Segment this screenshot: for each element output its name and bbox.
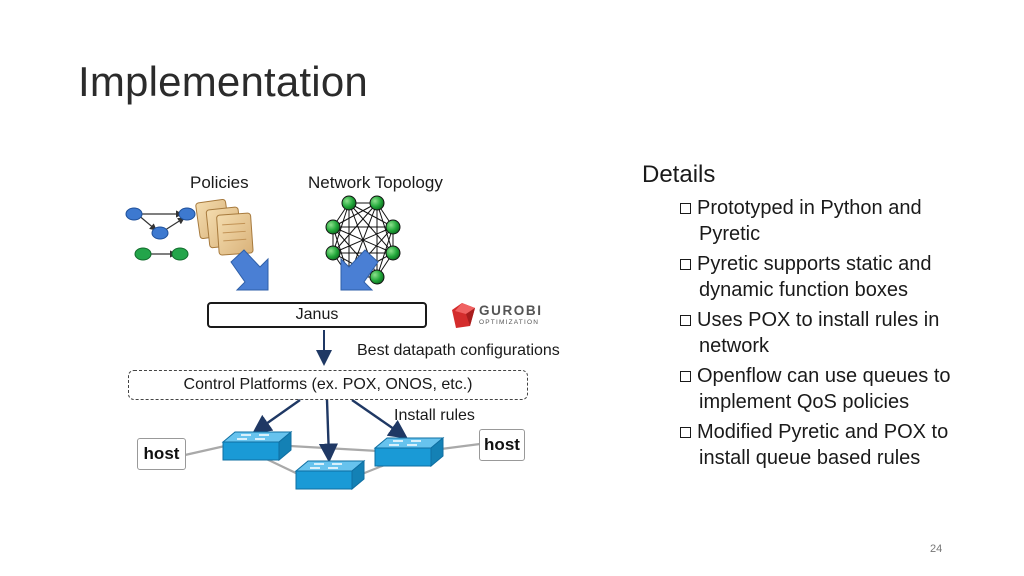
control-platforms-label: Control Platforms (ex. POX, ONOS, etc.) (183, 376, 473, 393)
install-rule-arrows (252, 399, 408, 463)
bullet-item: Openflow can use queues to implement QoS… (680, 364, 980, 415)
checkbox-bullet-icon (680, 259, 691, 270)
network-topology-label: Network Topology (308, 173, 443, 192)
policies-label: Policies (190, 173, 249, 192)
gurobi-logo-icon (452, 303, 475, 328)
bullet-text: Prototyped in Python and Pyretic (697, 197, 922, 245)
janus-box: Janus (207, 302, 427, 328)
checkbox-bullet-icon (680, 315, 691, 326)
checkbox-bullet-icon (680, 203, 691, 214)
host-right: host (479, 429, 525, 461)
topology-arrow (340, 249, 379, 291)
switch-icon (373, 436, 445, 468)
janus-label: Janus (295, 306, 339, 323)
control-platforms-box: Control Platforms (ex. POX, ONOS, etc.) (128, 370, 528, 400)
host-left: host (137, 438, 186, 470)
bullet-text: Modified Pyretic and POX to install queu… (697, 421, 949, 469)
bullet-item: Modified Pyretic and POX to install queu… (680, 420, 980, 471)
checkbox-bullet-icon (680, 371, 691, 382)
policies-arrow (230, 249, 269, 291)
details-bullet-list: Prototyped in Python and Pyretic Pyretic… (680, 196, 980, 476)
bullet-text: Pyretic supports static and dynamic func… (697, 253, 932, 301)
best-config-label: Best datapath configurations (357, 342, 560, 359)
install-rules-label: Install rules (394, 407, 475, 424)
checkbox-bullet-icon (680, 427, 691, 438)
gurobi-logo: GUROBI OPTIMIZATION (479, 304, 543, 326)
gurobi-name: GUROBI (479, 303, 543, 318)
details-heading: Details (642, 161, 716, 188)
bullet-item: Uses POX to install rules in network (680, 308, 980, 359)
switch-icon (294, 459, 366, 491)
policy-graph-icon (125, 207, 196, 261)
slide-title: Implementation (78, 58, 368, 105)
bullet-item: Pyretic supports static and dynamic func… (680, 252, 980, 303)
bullet-item: Prototyped in Python and Pyretic (680, 196, 980, 247)
architecture-diagram (125, 195, 481, 491)
bullet-text: Openflow can use queues to implement QoS… (697, 365, 951, 413)
switch-icon (221, 430, 293, 462)
page-number: 24 (930, 543, 943, 555)
scrolls-icon (195, 198, 254, 256)
bullet-text: Uses POX to install rules in network (697, 309, 940, 357)
gurobi-subtitle: OPTIMIZATION (479, 318, 540, 326)
